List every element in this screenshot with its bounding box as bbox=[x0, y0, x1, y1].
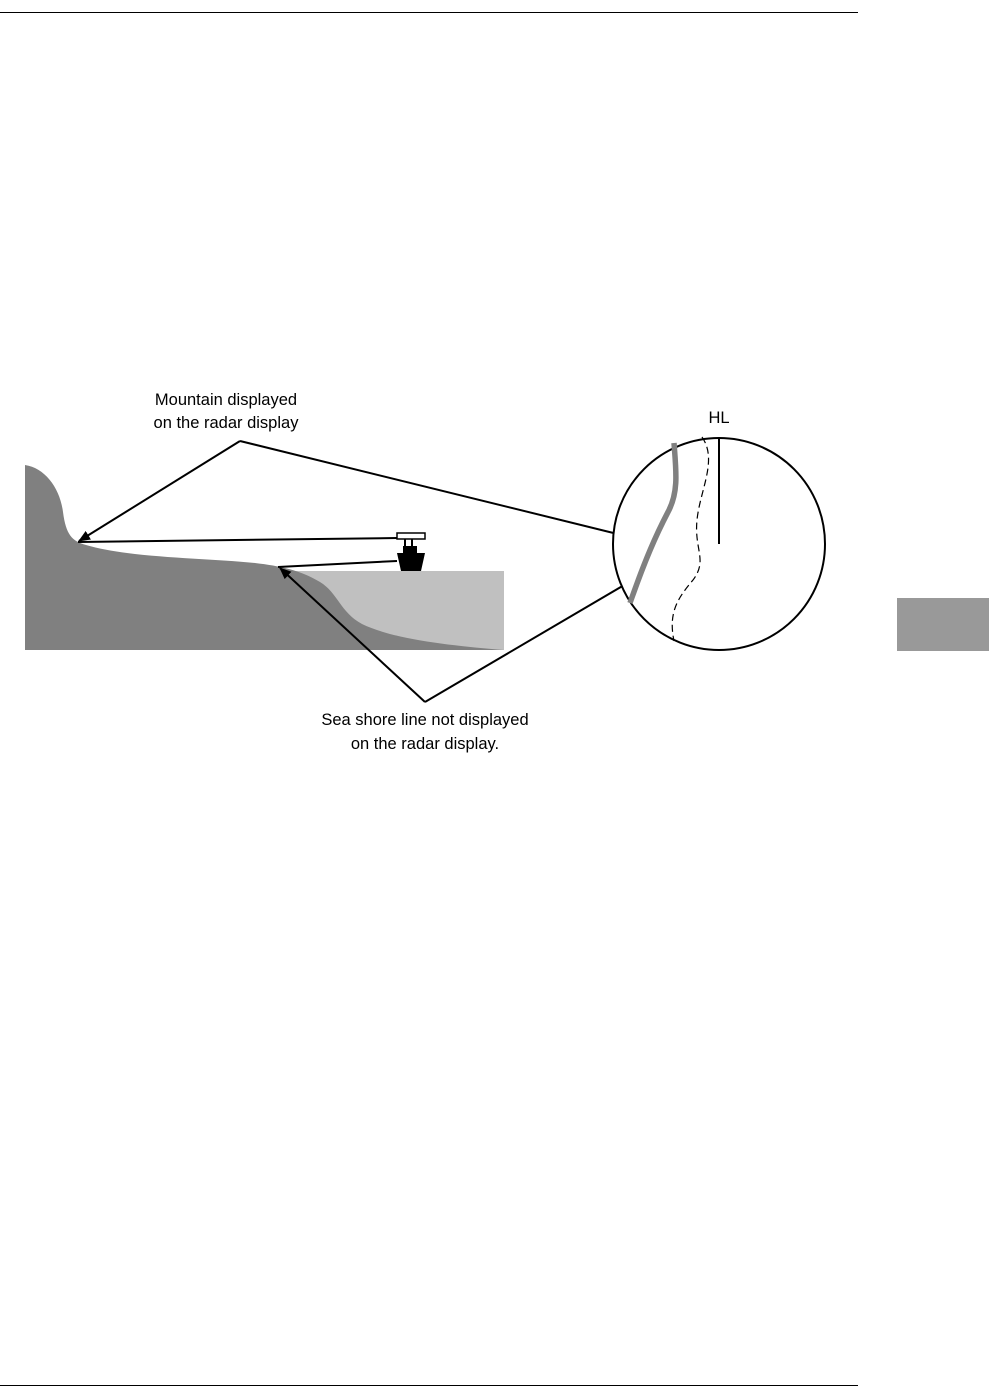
arrow-mountain-to-profile bbox=[79, 441, 240, 541]
mountain-label-line2: on the radar display bbox=[154, 414, 300, 432]
heading-line-label: HL bbox=[708, 409, 729, 427]
shore-label-line1: Sea shore line not displayed bbox=[321, 711, 528, 729]
shore-label-line2: on the radar display. bbox=[351, 735, 499, 753]
mountain-label-line1: Mountain displayed bbox=[155, 391, 297, 409]
beam-to-mountain bbox=[78, 538, 397, 542]
section-thumb-tab bbox=[897, 598, 989, 651]
beam-to-shore bbox=[278, 561, 397, 567]
ship-antenna bbox=[397, 533, 425, 539]
ship-icon bbox=[397, 546, 425, 571]
arrow-mountain-to-radar-echo bbox=[240, 441, 646, 541]
